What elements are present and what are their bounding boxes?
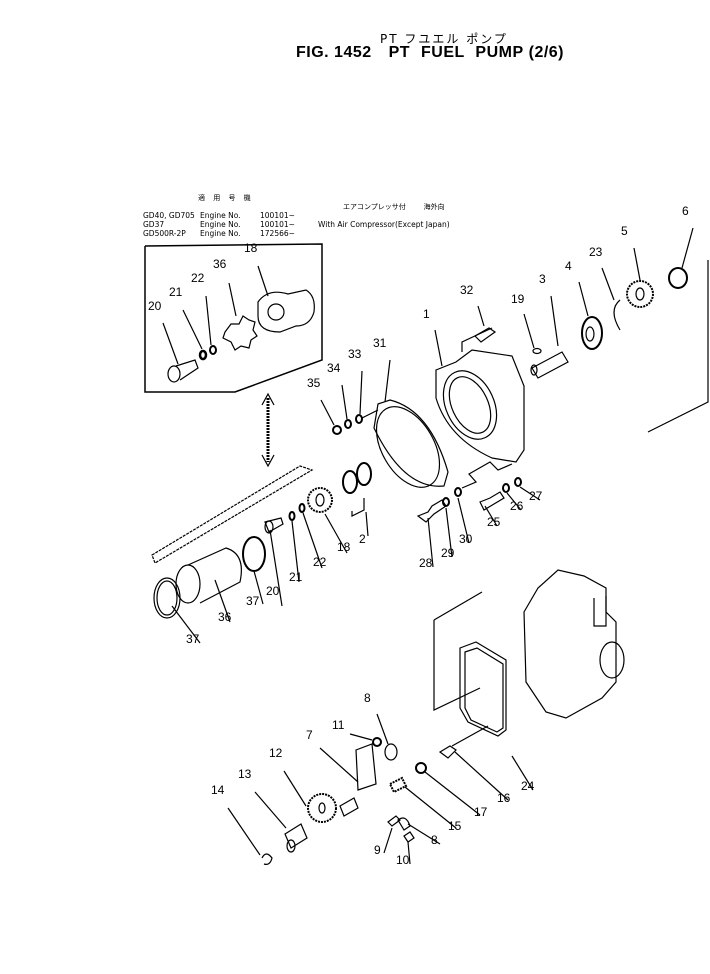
part-number-label: 23	[589, 245, 603, 259]
part-number-label: 11	[332, 718, 345, 732]
figure-page: (2/6)	[528, 44, 565, 61]
part-number-label: 22	[313, 555, 327, 569]
part-number-label: 18	[244, 241, 258, 255]
part-number-label: 4	[565, 259, 572, 273]
pump-body	[523, 569, 625, 719]
part-number-label: 36	[213, 257, 227, 271]
part-number-label: 19	[511, 292, 525, 306]
part-number-label: 24	[521, 779, 535, 793]
inset-box	[144, 243, 323, 393]
coupling-assembly	[153, 462, 372, 644]
part-number-label: 8	[431, 833, 438, 847]
part-number-label: 9	[374, 843, 381, 857]
applicability-row: GD500R-2P Engine No. 172566~	[143, 229, 450, 238]
part-number-label: 8	[364, 691, 371, 705]
section-band	[151, 465, 314, 564]
part-number-label: 37	[246, 594, 260, 608]
figure-title: FIG. 1452 PT FUEL PUMP (2/6)	[296, 44, 564, 62]
governor-parts	[227, 713, 509, 865]
part-number-label: 32	[460, 283, 474, 297]
part-number-label: 34	[327, 361, 341, 375]
figure-number: FIG. 1452	[296, 44, 372, 61]
applicability-row: GD37 Engine No. 100101~ With Air Compres…	[143, 220, 450, 229]
part-number-label: 33	[348, 347, 362, 361]
part-number-label: 30	[459, 532, 473, 546]
shaft-assembly	[523, 227, 709, 433]
part-number-label: 21	[169, 285, 183, 299]
model: GD37	[143, 220, 165, 229]
model: GD500R-2P	[143, 229, 186, 238]
serial: 172566~	[260, 229, 295, 238]
part-number-label: 16	[497, 791, 511, 805]
part-number-label: 13	[238, 767, 252, 781]
note-jp-overseas: 海外向	[423, 203, 445, 211]
part-number-label: 2	[359, 532, 366, 546]
part-number-label: 14	[211, 783, 225, 797]
part-number-label: 10	[396, 853, 410, 867]
part-number-label: 31	[373, 336, 387, 350]
part-number-label: 17	[474, 805, 488, 819]
part-number-label: 7	[306, 728, 313, 742]
part-number-label: 20	[266, 584, 280, 598]
cover-gasket-24	[433, 591, 534, 791]
part-number-label: 3	[539, 272, 546, 286]
gasket-31	[373, 359, 449, 488]
part-number-label: 15	[448, 819, 462, 833]
bolt-32	[474, 305, 497, 343]
part-number-label: 28	[419, 556, 433, 570]
part-number-label: 5	[621, 224, 628, 238]
part-number-label: 12	[269, 746, 283, 760]
part-number-label: 26	[510, 499, 524, 513]
part-number-label: 1	[423, 307, 430, 321]
inset-coupling-parts	[162, 265, 315, 383]
part-number-label: 37	[186, 632, 200, 646]
part-number-label: 21	[289, 570, 303, 584]
part-number-label: 35	[307, 376, 321, 390]
note-jp-air-compressor: エアコンプレッサ付	[343, 203, 406, 211]
part-number-label: 20	[148, 299, 162, 313]
applicability-header: 適 用 号 機	[198, 194, 254, 202]
part-number-label: 6	[682, 204, 689, 218]
part-number-label: 29	[441, 546, 455, 560]
washers-33-35	[320, 370, 379, 435]
engine-label: Engine No.	[200, 229, 241, 238]
model: GD40, GD705	[143, 211, 195, 220]
part-number-label: 36	[218, 610, 232, 624]
double-arrow	[261, 392, 275, 468]
part-number-label: 18	[337, 540, 351, 554]
serial: 100101~	[260, 211, 295, 220]
part-number-label: 25	[487, 515, 501, 529]
part-number-label: 27	[529, 489, 543, 503]
engine-label: Engine No.	[200, 220, 241, 229]
figure-name: PT FUEL PUMP	[388, 44, 524, 61]
applicability-table: 適 用 号 機 エアコンプレッサ付 海外向 GD40, GD705 Engine…	[143, 194, 450, 238]
pump-housing-1	[434, 327, 525, 463]
applicability-row: GD40, GD705 Engine No. 100101~	[143, 211, 450, 220]
serial: 100101~	[260, 220, 295, 229]
bolts-25-30	[416, 461, 541, 568]
applicability-notes-jp: エアコンプレッサ付 海外向	[343, 203, 445, 212]
part-number-label: 22	[191, 271, 205, 285]
engine-label: Engine No.	[200, 211, 241, 220]
note: With Air Compressor(Except Japan)	[318, 220, 450, 229]
figure-title-jp: PT フユエル ポンプ	[380, 32, 508, 46]
